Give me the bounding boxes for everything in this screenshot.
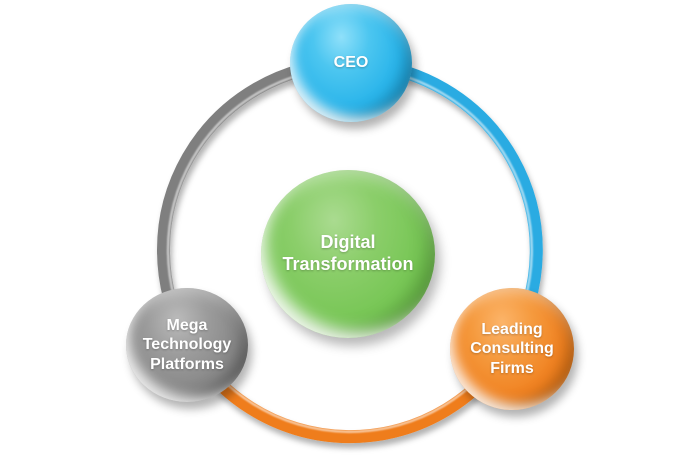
node-mega-technology-platforms-label: Mega Technology Platforms bbox=[142, 317, 232, 373]
node-digital-transformation: Digital Transformation bbox=[261, 170, 435, 338]
node-leading-consulting-firms-label: Leading Consulting Firms bbox=[470, 321, 554, 377]
node-leading-consulting-firms: Leading Consulting Firms bbox=[450, 288, 574, 410]
node-mega-technology-platforms: Mega Technology Platforms bbox=[126, 288, 248, 402]
node-ceo-label: CEO bbox=[333, 54, 369, 72]
node-ceo: CEO bbox=[290, 4, 412, 122]
node-digital-transformation-label: Digital Transformation bbox=[282, 232, 414, 274]
